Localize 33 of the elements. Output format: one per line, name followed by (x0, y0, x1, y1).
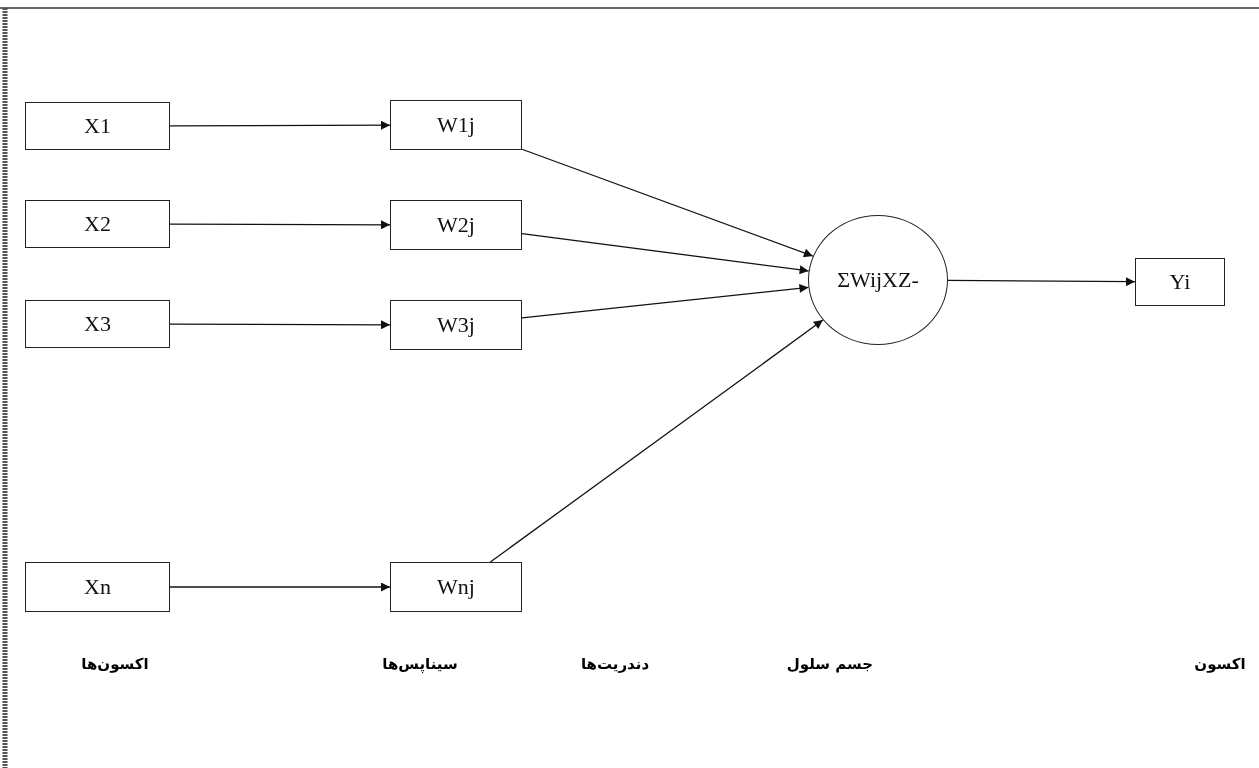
node-label: W1j (437, 112, 475, 138)
layer-label: دندریت‌ها (580, 655, 650, 673)
layer-label: اکسون‌ها (81, 655, 149, 673)
arrow (521, 148, 814, 258)
layer-label: اکسون (1194, 655, 1246, 673)
arrow (169, 120, 391, 130)
node-label: Yi (1169, 269, 1191, 295)
arrow (169, 582, 391, 592)
input-box (1135, 258, 1225, 306)
input-box (390, 300, 522, 350)
input-box (390, 562, 522, 612)
arrow (947, 277, 1136, 287)
input-box (25, 200, 170, 248)
node-label: X1 (84, 113, 111, 139)
node-label: W3j (437, 312, 475, 338)
input-box (390, 200, 522, 250)
node-label: ΣWijXZ- (837, 267, 919, 293)
arrow (169, 220, 391, 230)
arrow (521, 283, 810, 319)
input-box (25, 300, 170, 348)
arrow (169, 320, 391, 330)
input-box (25, 562, 170, 612)
arrow (489, 319, 824, 563)
node-label: X3 (84, 311, 111, 337)
layer-label: سیناپس‌ها (382, 655, 458, 673)
node-label: W2j (437, 212, 475, 238)
node-label: X2 (84, 211, 111, 237)
node-label: Wnj (437, 574, 475, 600)
node-label: Xn (84, 574, 111, 600)
input-box (25, 102, 170, 150)
arrow (521, 232, 810, 275)
layer-label: جسم سلول (786, 655, 874, 673)
input-box (390, 100, 522, 150)
